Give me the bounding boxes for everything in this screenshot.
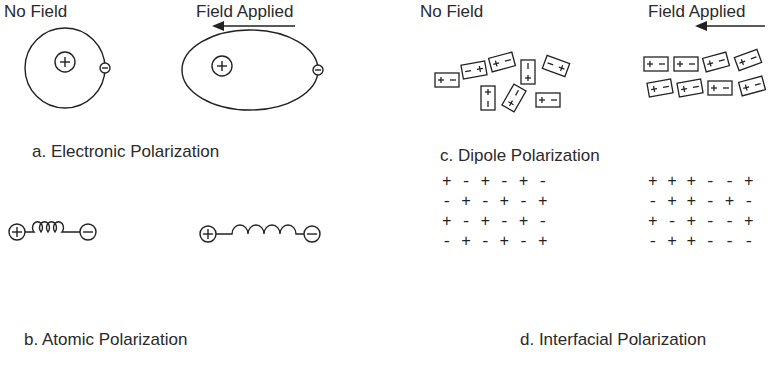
charge-row: + + + - - + — [648, 172, 754, 192]
field-condition-label: No Field — [420, 2, 483, 22]
charge-row: + - + - + - — [442, 172, 548, 192]
field-condition-label: Field Applied — [196, 2, 293, 22]
panel-caption: c. Dipole Polarization — [440, 146, 600, 166]
charge-row: + - + - + - — [442, 212, 548, 232]
field-condition-label: No Field — [4, 2, 67, 22]
charge-row: + - + - - + — [648, 212, 754, 232]
panel-caption: b. Atomic Polarization — [24, 330, 187, 350]
panel-caption: a. Electronic Polarization — [32, 142, 219, 162]
charge-row: - + - + - + — [442, 192, 548, 212]
charge-row: - + + - + - — [648, 192, 754, 212]
field-condition-label: Field Applied — [648, 2, 745, 22]
charge-row: - + + - - - — [648, 232, 754, 252]
panel-caption: d. Interfacial Polarization — [520, 330, 706, 350]
charge-row: - + - + - + — [442, 232, 548, 252]
